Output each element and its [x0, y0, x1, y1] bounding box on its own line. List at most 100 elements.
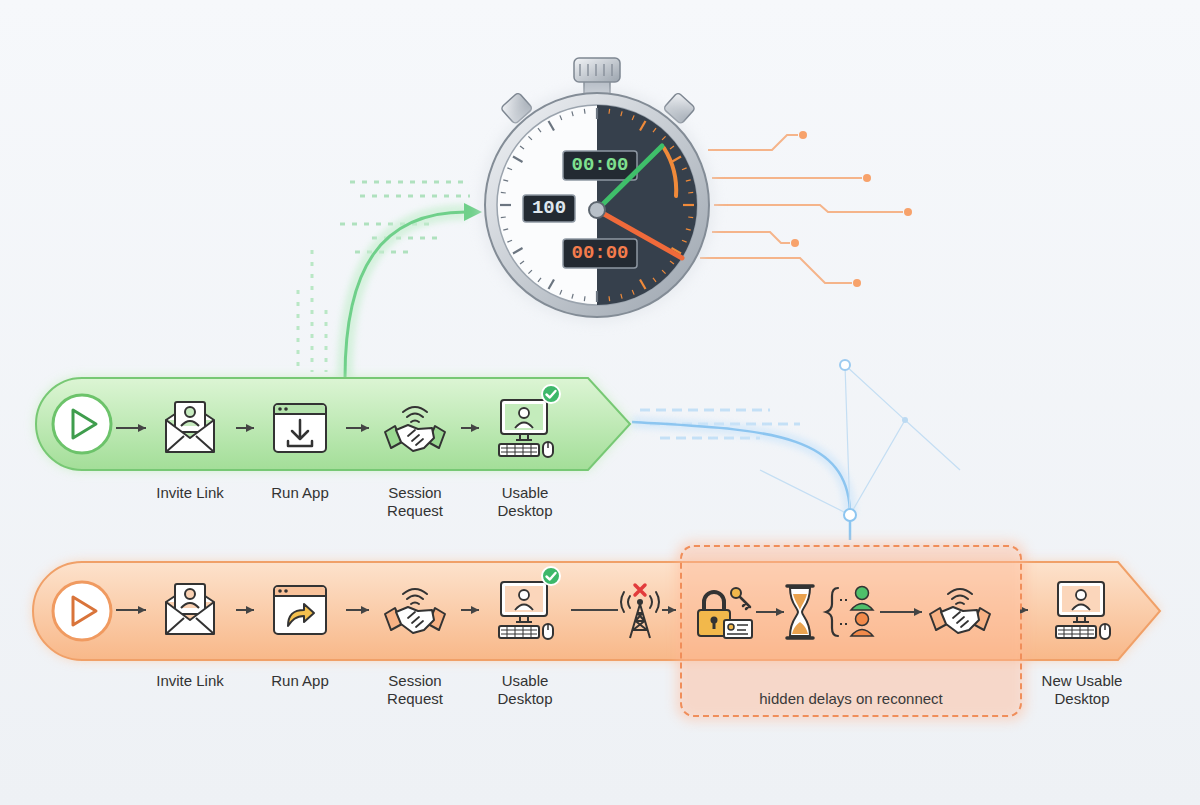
dial-tick	[608, 296, 610, 301]
reconnect-path-band	[33, 541, 1160, 721]
dial-tick	[688, 216, 693, 218]
circuit-trace	[714, 205, 903, 212]
step-icons	[166, 385, 1110, 639]
step-icons	[787, 586, 813, 638]
flow-arrow	[236, 427, 254, 429]
flow-arrow	[346, 609, 369, 611]
dial-tick	[501, 192, 506, 194]
dial-tick	[572, 294, 573, 299]
dial-tick	[584, 296, 586, 301]
reconnect-path-band	[53, 582, 111, 640]
step-node: Usable Desktop	[483, 578, 567, 708]
dial-tick	[549, 121, 555, 131]
flow-arrow	[461, 427, 479, 429]
circuit-trace	[700, 258, 852, 283]
dial-tick	[503, 229, 508, 230]
dial-tick	[528, 136, 532, 140]
green-trail	[298, 250, 326, 372]
dial-tick	[653, 128, 656, 132]
dial-tick	[520, 261, 524, 264]
dial-tick	[671, 157, 681, 163]
step-icons	[930, 589, 990, 633]
delay-group: hidden delays on reconnect	[680, 545, 1022, 717]
network-lines	[840, 360, 850, 370]
dial-tick	[621, 111, 622, 116]
network-lines	[632, 422, 850, 540]
dial-tick	[632, 290, 634, 295]
step-node: Usable Desktop	[483, 396, 567, 520]
network-lines	[632, 360, 960, 540]
network-lines	[844, 509, 856, 521]
reconnect-path-band	[756, 611, 784, 613]
dial-tick	[538, 128, 541, 132]
fast-path-band	[36, 378, 630, 470]
step-node: Run App	[258, 396, 342, 502]
step-label: Session Request	[373, 484, 457, 520]
step-icons	[385, 407, 445, 451]
icon-slot	[258, 578, 342, 642]
circuit-trace	[712, 177, 862, 179]
dial-tick	[560, 290, 562, 295]
icon-slot	[1032, 578, 1132, 642]
green-trail	[345, 212, 466, 378]
step-label: Invite Link	[148, 484, 232, 502]
dial-tick	[683, 204, 694, 206]
stopwatch	[479, 58, 715, 323]
timer-readout: 00:00	[563, 239, 637, 268]
icon-slot	[148, 396, 232, 460]
step-label: hidden delays on reconnect	[688, 690, 1014, 708]
reconnect-path-band	[880, 611, 922, 613]
step-label: Session Request	[373, 672, 457, 708]
step-label: Run App	[258, 484, 342, 502]
dial-tick	[500, 204, 511, 206]
step-icons	[1056, 582, 1110, 639]
tower-symbol	[621, 585, 659, 638]
dial-tick	[503, 180, 508, 181]
icon-slot	[483, 578, 567, 642]
icon-slot	[148, 578, 232, 642]
step-node: Invite Link	[148, 578, 232, 690]
dial-tick	[640, 121, 646, 131]
step-icons	[166, 402, 214, 452]
dial-tick	[513, 157, 523, 163]
network-lines	[760, 365, 960, 515]
icon-slot	[373, 396, 457, 460]
tower-symbol	[618, 580, 662, 642]
step-icons	[826, 587, 873, 637]
circuit-trace	[791, 239, 799, 247]
dial-tick	[686, 229, 691, 230]
network-lines	[902, 417, 908, 423]
dial-tick	[682, 168, 687, 170]
dial-tick	[686, 180, 691, 181]
fast-path-band	[116, 427, 146, 429]
flow-arrow	[461, 609, 479, 611]
stopwatch	[479, 87, 715, 323]
dial-tick	[584, 109, 586, 114]
step-node: Session Request	[373, 578, 457, 708]
reconnect-path-band	[116, 609, 146, 611]
dial-tick	[596, 291, 598, 302]
step-icons	[499, 582, 553, 639]
circuit-trace	[863, 174, 871, 182]
dial-tick	[513, 248, 523, 254]
flow-arrow	[1026, 609, 1028, 611]
step-label: Run App	[258, 672, 342, 690]
step-node: New Usable Desktop	[1032, 578, 1132, 708]
circuit-trace	[708, 135, 798, 150]
step-icons	[542, 567, 560, 585]
circuit-trace	[904, 208, 912, 216]
dial-tick	[596, 108, 598, 119]
dial-tick	[670, 146, 674, 149]
fast-path-band	[73, 410, 96, 438]
dial-tick	[538, 278, 541, 282]
dial-tick	[621, 294, 622, 299]
stopwatch	[485, 93, 709, 317]
icon-slot	[373, 578, 457, 642]
fast-path-band	[36, 378, 630, 470]
dial-tick	[662, 136, 666, 140]
stopwatch	[574, 58, 620, 82]
step-icons	[166, 584, 214, 634]
step-label: Usable Desktop	[483, 484, 567, 520]
dial-tick	[572, 111, 573, 116]
